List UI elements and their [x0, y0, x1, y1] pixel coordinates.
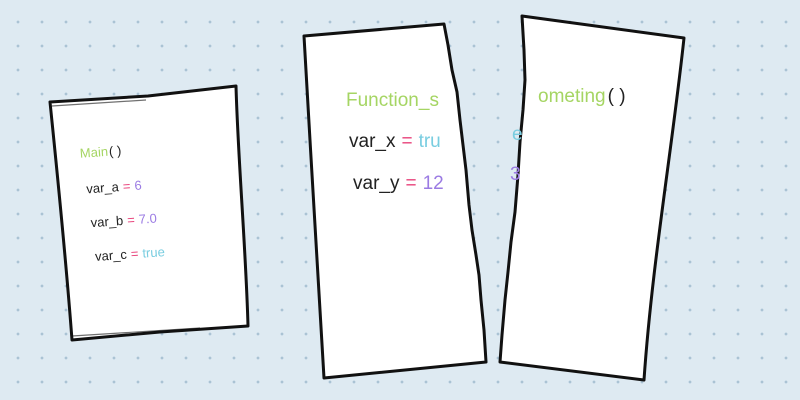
left-sheet-outline: [48, 84, 250, 342]
var-c-value: true: [142, 244, 165, 261]
torn-line-var-y-right: 3: [510, 164, 521, 185]
var-a-equals: =: [122, 178, 131, 193]
torn-left-outline: [302, 22, 488, 380]
var-c-equals: =: [130, 246, 139, 261]
torn-line-var-x-right: e: [512, 124, 523, 145]
var-x-name: var_x: [349, 131, 396, 152]
torn-function-signature-left: Function_s: [346, 90, 439, 111]
var-c-name: var_c: [95, 247, 128, 264]
torn-function-name-right: ometing: [538, 86, 606, 107]
var-y-name: var_y: [353, 173, 400, 194]
var-y-value-left: 12: [423, 173, 444, 194]
var-b-name: var_b: [90, 213, 123, 230]
torn-line-var-y-left: var_y= 12: [353, 173, 444, 194]
left-line-var-c: var_c=true: [95, 244, 166, 264]
var-b-value: 7.0: [138, 211, 157, 227]
torn-function-name-left: Function_s: [346, 90, 439, 111]
torn-right-outline: [498, 14, 686, 382]
torn-sheet-right-piece: ometing( ) e 3: [498, 14, 686, 382]
var-y-value-right: 3: [510, 164, 521, 185]
left-function-name: Main: [79, 144, 108, 161]
left-function-signature: Main( ): [79, 143, 121, 161]
var-a-name: var_a: [86, 179, 120, 196]
torn-sheet-left-piece: Function_s var_x=tru var_y=12: [302, 22, 488, 380]
var-x-value-left: tru: [419, 131, 441, 152]
left-paper-sheet: Main( ) var_a=6 var_b=7.0 var_c=true: [48, 84, 250, 342]
left-line-var-b: var_b =7.0: [90, 211, 157, 231]
torn-function-parens: ( ): [608, 86, 626, 107]
left-function-parens: ( ): [108, 143, 121, 159]
torn-line-var-x-left: var_x= tru: [349, 131, 441, 152]
left-line-var-a: var_a=6: [86, 178, 142, 197]
var-y-equals: =: [405, 173, 416, 194]
var-a-value: 6: [134, 178, 142, 193]
var-b-equals: =: [127, 212, 136, 227]
torn-function-signature-right: ometing( ): [538, 86, 626, 107]
var-x-value-right: e: [512, 124, 523, 145]
var-x-equals: =: [401, 131, 412, 152]
